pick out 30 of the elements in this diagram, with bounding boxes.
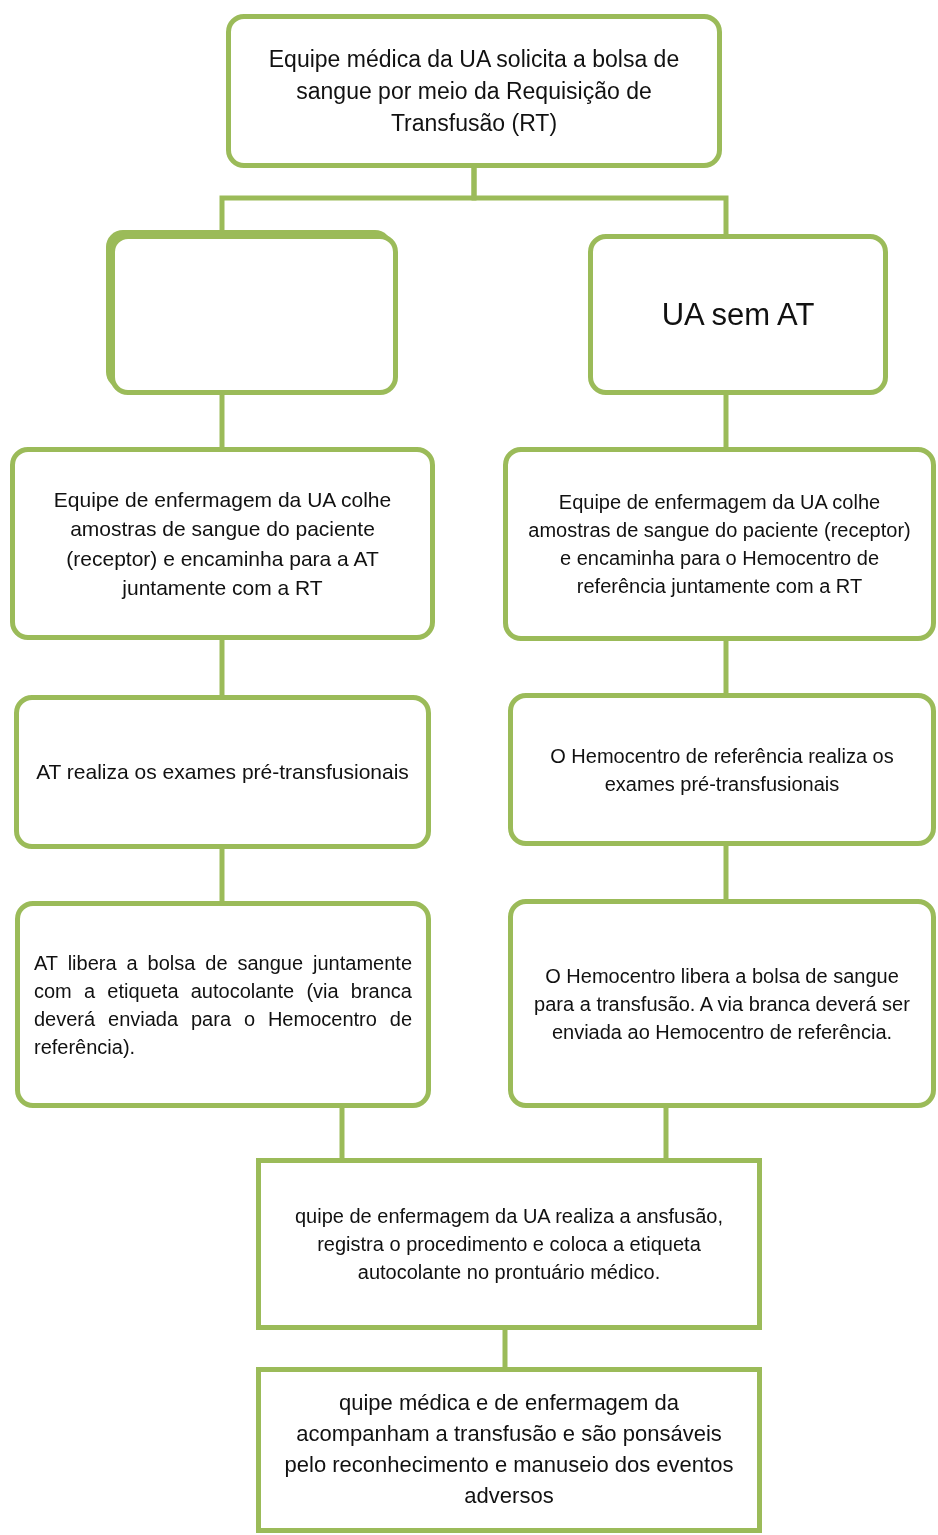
- step-text: quipe de enfermagem da UA realiza a ansfusão, registra o procedimento e coloca a etiqueta autocolante no prontuário médico.: [293, 1204, 724, 1285]
- connector-line: [219, 395, 225, 447]
- step-text: Equipe médica da UA solicita a bolsa de sangue por meio da Requisição de Transfusão (RT): [267, 44, 681, 139]
- step-text: Equipe de enfermagem da UA colhe amostras de sangue do paciente (receptor) e encaminha para a AT juntamente com a RT: [52, 486, 393, 601]
- process-box: [15, 901, 431, 1108]
- connector-line: [723, 641, 729, 693]
- connector-line: [723, 846, 729, 899]
- process-box: [503, 447, 936, 641]
- process-box: [10, 447, 435, 640]
- connector-line: [471, 168, 729, 234]
- step-text: quipe médica e de enfermagem da acompanham a transfusão e são ponsáveis pelo reconhecimento e manuseio dos eventos adversos: [283, 1389, 735, 1510]
- process-box: [588, 234, 888, 395]
- connector-line: [219, 640, 225, 695]
- process-box: [508, 899, 936, 1108]
- step-text: O Hemocentro de referência realiza os exames pré-transfusionais: [549, 743, 895, 797]
- process-box: [508, 693, 936, 846]
- step-text: Equipe de enfermagem da UA colhe amostras de sangue do paciente (receptor) e encaminha para o Hemocentro de referência juntamente com a RT: [527, 490, 912, 599]
- process-box: [256, 1158, 762, 1330]
- connector-line: [663, 1108, 669, 1158]
- process-box: [226, 14, 722, 168]
- step-text: AT realiza os exames pré-transfusionais: [36, 759, 409, 786]
- process-box: [256, 1367, 762, 1533]
- step-text: AT libera a bolsa de sangue juntamente com a etiqueta autocolante (via branca deverá enviada para o Hemocentro de referência).: [34, 950, 412, 1060]
- connector-line: [339, 1108, 345, 1158]
- process-box: [14, 695, 431, 849]
- connector-line: [219, 849, 225, 901]
- step-text: UA sem AT: [661, 295, 815, 334]
- connector-line: [723, 395, 729, 447]
- connector-line: [502, 1330, 508, 1367]
- step-text: O Hemocentro libera a bolsa de sangue para a transfusão. A via branca deverá ser enviada ao Hemocentro de referência.: [533, 963, 911, 1045]
